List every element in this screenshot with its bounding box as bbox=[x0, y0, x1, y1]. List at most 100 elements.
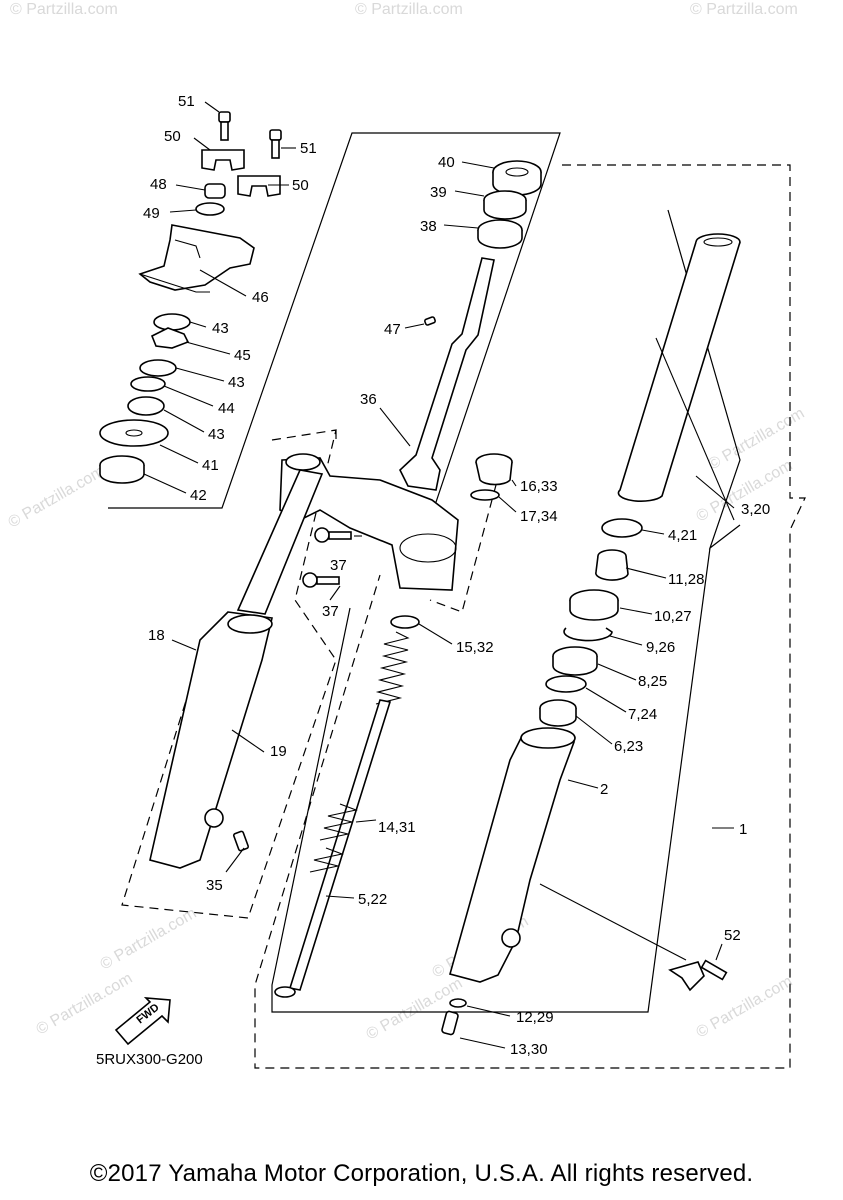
steering-group-box bbox=[108, 132, 561, 521]
fork-assembly-box-1 bbox=[254, 164, 806, 1069]
washer-44-icon bbox=[130, 376, 166, 392]
fork-seal-icon bbox=[227, 614, 273, 634]
ring-nut-43b-icon bbox=[139, 359, 177, 377]
callout-6-23: 6,23 bbox=[614, 738, 643, 755]
callout-36: 36 bbox=[360, 391, 377, 408]
clip-9-icon bbox=[563, 627, 613, 642]
upper-bracket-parts bbox=[99, 111, 282, 484]
callout-43: 43 bbox=[228, 374, 245, 391]
seal-8-icon bbox=[552, 646, 598, 676]
bolt-52-icon bbox=[668, 959, 728, 992]
watermark: © Partzilla.com bbox=[6, 463, 108, 532]
key-47-icon bbox=[424, 316, 436, 326]
watermark: © Partzilla.com bbox=[694, 973, 796, 1042]
rebound-spring-icon bbox=[309, 803, 358, 873]
callout-38: 38 bbox=[420, 218, 437, 235]
callout-7-24: 7,24 bbox=[628, 706, 657, 723]
fork-internals bbox=[274, 453, 513, 998]
diagram-code: 5RUX300-G200 bbox=[96, 1051, 203, 1068]
lock-washer-45-icon bbox=[150, 327, 190, 349]
watermark: © Partzilla.com bbox=[98, 905, 200, 974]
callout-10-27: 10,27 bbox=[654, 608, 692, 625]
oil-seal-10-icon bbox=[569, 589, 619, 621]
holder-50b-icon bbox=[237, 175, 281, 197]
watermark: © Partzilla.com bbox=[706, 405, 808, 474]
bracket-46-outline bbox=[139, 239, 210, 293]
callout-37: 37 bbox=[322, 603, 339, 620]
copyright-notice: ©2017 Yamaha Motor Corporation, U.S.A. A… bbox=[89, 1160, 754, 1187]
callout-52: 52 bbox=[724, 927, 741, 944]
cap-bolt-16-icon bbox=[475, 453, 513, 486]
bracket-box bbox=[335, 430, 501, 613]
o-ring-17-icon bbox=[470, 489, 500, 501]
bracket-clamp bbox=[399, 533, 457, 563]
ring-nut-43c-icon bbox=[127, 396, 165, 416]
fwd-arrow-icon: FWD bbox=[114, 997, 171, 1046]
bearing-42-icon bbox=[99, 455, 145, 484]
callout-14-31: 14,31 bbox=[378, 819, 416, 836]
callout-43: 43 bbox=[208, 426, 225, 443]
leader-lines bbox=[143, 101, 735, 1049]
callout-44: 44 bbox=[218, 400, 235, 417]
washer-49-icon bbox=[195, 202, 225, 216]
callout-37: 37 bbox=[330, 557, 347, 574]
callout-48: 48 bbox=[150, 176, 167, 193]
damper-48-icon bbox=[204, 183, 226, 199]
callout-40: 40 bbox=[438, 154, 455, 171]
callout-35: 35 bbox=[206, 877, 223, 894]
bolt-37a-icon bbox=[314, 527, 352, 543]
washer-12-icon bbox=[449, 998, 467, 1008]
dust-seal-6-icon bbox=[539, 699, 577, 727]
callout-50: 50 bbox=[164, 128, 181, 145]
ring-nut-43a-icon bbox=[153, 313, 191, 331]
ring-nut-39-icon bbox=[483, 190, 527, 220]
callout-42: 42 bbox=[190, 487, 207, 504]
fork-cap-icon bbox=[285, 453, 321, 471]
cap-40-icon bbox=[492, 160, 542, 196]
callout-13-30: 13,30 bbox=[510, 1041, 548, 1058]
upper-bracket-46-icon bbox=[138, 224, 255, 291]
inner-tube-icon bbox=[236, 469, 324, 615]
fork-leg-1-parts bbox=[441, 233, 741, 1036]
bolt-51b-icon bbox=[269, 129, 282, 159]
callout-5-22: 5,22 bbox=[358, 891, 387, 908]
damper-rod-5-icon bbox=[288, 699, 392, 991]
axle-boss-2-icon bbox=[501, 928, 521, 948]
callout-51: 51 bbox=[178, 93, 195, 110]
rod-end-icon bbox=[274, 986, 296, 998]
callout-2: 2 bbox=[600, 781, 608, 798]
callout-47: 47 bbox=[384, 321, 401, 338]
callout-11-28: 11,28 bbox=[668, 571, 704, 588]
group-outlines bbox=[108, 132, 806, 1069]
cover-41-hole bbox=[125, 429, 143, 437]
bush-11-icon bbox=[595, 549, 629, 581]
fork-inner-box bbox=[271, 209, 741, 1013]
callout-3-20: 3,20 bbox=[741, 501, 770, 518]
bolt-13-icon bbox=[441, 1010, 459, 1036]
callout-1: 1 bbox=[739, 821, 747, 838]
bearing-38-icon bbox=[477, 219, 523, 249]
callout-46: 46 bbox=[252, 289, 269, 306]
callout-8-25: 8,25 bbox=[638, 673, 667, 690]
steering-stem-parts bbox=[279, 160, 542, 591]
outer-tube-19-icon bbox=[149, 611, 273, 869]
callout-15-32: 15,32 bbox=[456, 639, 494, 656]
watermark: © Partzilla.com bbox=[355, 1, 463, 18]
cover-41-icon bbox=[99, 419, 169, 447]
callout-49: 49 bbox=[143, 205, 160, 222]
callout-18: 18 bbox=[148, 627, 165, 644]
slide-bush-4-icon bbox=[601, 518, 643, 538]
spring-14-icon bbox=[375, 631, 410, 705]
callout-45: 45 bbox=[234, 347, 251, 364]
washer-15-icon bbox=[390, 615, 420, 629]
callout-12-29: 12,29 bbox=[516, 1009, 554, 1026]
watermark: © Partzilla.com bbox=[690, 1, 798, 18]
washer-7-icon bbox=[545, 675, 587, 693]
holder-50a-icon bbox=[201, 149, 245, 171]
callout-50: 50 bbox=[292, 177, 309, 194]
callout-9-26: 9,26 bbox=[646, 639, 675, 656]
callout-39: 39 bbox=[430, 184, 447, 201]
steering-stem-36-icon bbox=[399, 257, 495, 491]
watermark: © Partzilla.com bbox=[10, 1, 118, 18]
